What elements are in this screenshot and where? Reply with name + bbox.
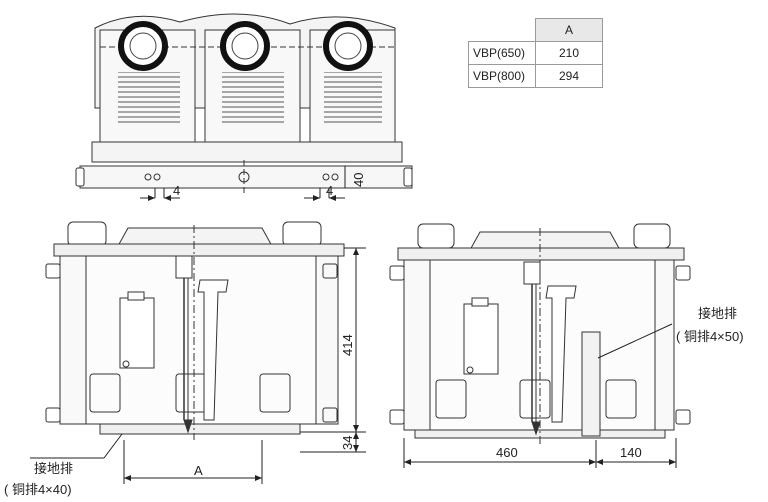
dim-height-base: 34 bbox=[340, 436, 355, 450]
terminal-rings bbox=[118, 21, 373, 71]
spec-value-cell: 294 bbox=[535, 64, 603, 88]
spec-model-cell: VBP(650) bbox=[468, 41, 536, 65]
spec-table: A VBP(650) 210 VBP(800) 294 bbox=[468, 18, 603, 88]
side-view-left bbox=[45, 221, 345, 440]
table-row: VBP(650) 210 bbox=[468, 41, 603, 65]
dim-bolt-gap-left: 4 bbox=[173, 183, 180, 198]
terminal-ring bbox=[129, 32, 157, 60]
note-ground-bar-left: 接地排 bbox=[34, 461, 73, 476]
note-ground-bar-left-spec: ( 铜排4×40) bbox=[4, 482, 72, 497]
table-row: VBP(800) 294 bbox=[468, 64, 603, 88]
spec-header-model bbox=[468, 18, 536, 42]
terminal-ring bbox=[334, 32, 362, 60]
spec-table-header: A bbox=[468, 18, 603, 42]
right-dims bbox=[403, 323, 677, 468]
dim-depth-rear: 140 bbox=[620, 445, 642, 460]
left-dims bbox=[30, 247, 366, 484]
dim-depth-main: 460 bbox=[496, 445, 518, 460]
spec-header-a: A bbox=[535, 18, 603, 42]
terminal-ring bbox=[231, 32, 259, 60]
dim-top-bar-height: 40 bbox=[351, 173, 366, 187]
dim-bolt-gap-right: 4 bbox=[326, 183, 333, 198]
note-ground-bar-right-spec: ( 铜排4×50) bbox=[676, 329, 744, 344]
spec-model-cell: VBP(800) bbox=[468, 64, 536, 88]
dim-height-total: 414 bbox=[340, 334, 355, 356]
dim-width-a: A bbox=[194, 463, 203, 478]
spec-value-cell: 210 bbox=[535, 41, 603, 65]
side-view-right bbox=[389, 223, 691, 446]
note-ground-bar-right: 接地排 bbox=[698, 306, 737, 321]
top-dims bbox=[140, 166, 346, 201]
